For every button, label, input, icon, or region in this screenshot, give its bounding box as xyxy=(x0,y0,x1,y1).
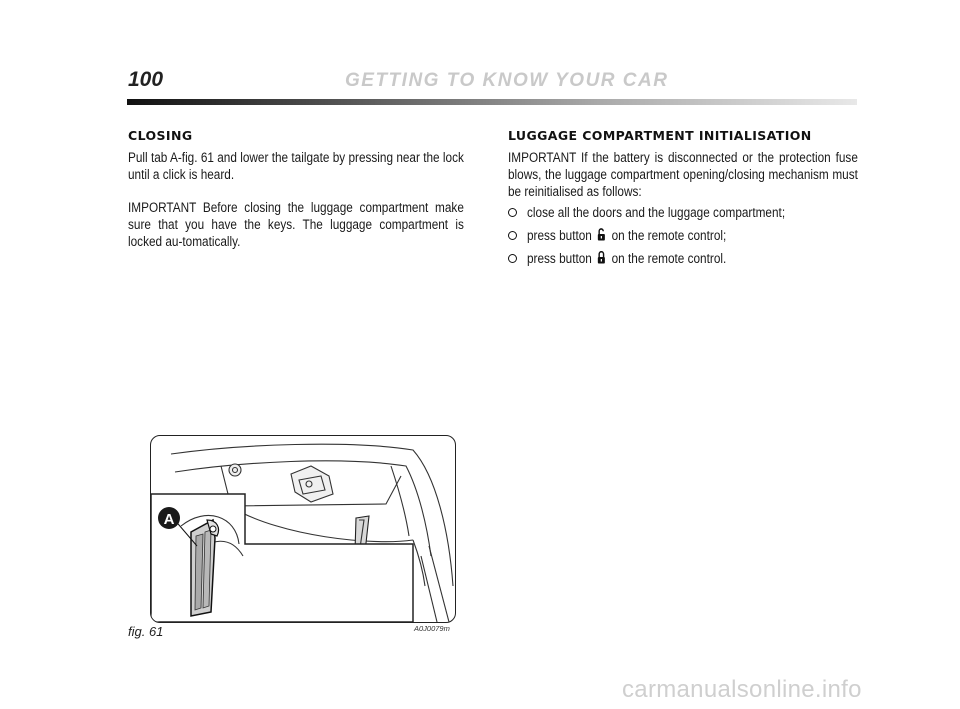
initialisation-heading: LUGGAGE COMPARTMENT INITIALISATION xyxy=(508,128,812,143)
list-item: close all the doors and the luggage comp… xyxy=(508,204,858,221)
watermark: carmanualsonline.info xyxy=(622,676,862,703)
step-text: press button on the remote control; xyxy=(527,227,726,244)
unlock-icon xyxy=(598,228,606,241)
lock-icon xyxy=(598,251,606,264)
step-1-text: close all the doors and the luggage comp… xyxy=(527,205,786,220)
bullet-icon xyxy=(508,231,517,240)
list-item: press button on the remote control; xyxy=(508,227,858,244)
closing-paragraph-1: Pull tab A-fig. 61 and lower the tailgat… xyxy=(128,150,464,182)
figure-code: A0J0079m xyxy=(414,624,450,633)
step-text: close all the doors and the luggage comp… xyxy=(527,204,785,221)
step-text: press button on the remote control. xyxy=(527,250,726,267)
initialisation-section: LUGGAGE COMPARTMENT INITIALISATION IMPOR… xyxy=(508,128,858,273)
figure-61: A xyxy=(150,435,456,623)
step-3-before: press button xyxy=(527,251,592,266)
closing-heading: CLOSING xyxy=(128,128,193,143)
initialisation-paragraph: IMPORTANT If the battery is disconnected… xyxy=(508,150,858,199)
label-a-marker xyxy=(158,507,180,529)
header-rule xyxy=(127,99,857,105)
closing-paragraph-2: IMPORTANT Before closing the luggage com… xyxy=(128,200,464,249)
list-item: press button on the remote control. xyxy=(508,250,858,267)
step-3-after: on the remote control. xyxy=(611,251,727,266)
label-a: A xyxy=(164,511,175,528)
step-2-before: press button xyxy=(527,228,592,243)
bullet-icon xyxy=(508,208,517,217)
tailgate-illustration: A xyxy=(151,443,454,622)
initialisation-steps: close all the doors and the luggage comp… xyxy=(508,204,858,267)
closing-section: CLOSING Pull tab A-fig. 61 and lower the… xyxy=(128,128,464,266)
step-2-after: on the remote control; xyxy=(611,228,727,243)
figure-caption: fig. 61 xyxy=(128,624,164,639)
bullet-icon xyxy=(508,254,517,263)
section-title: GETTING TO KNOW YOUR CAR xyxy=(345,70,669,91)
page-number: 100 xyxy=(128,68,164,91)
